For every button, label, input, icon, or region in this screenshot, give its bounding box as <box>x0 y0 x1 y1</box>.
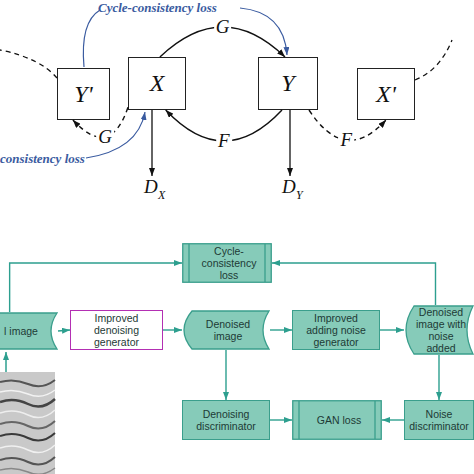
variable-box: Y' <box>57 68 110 120</box>
connector <box>163 329 182 330</box>
callout-text: Cycle-consistency loss <box>98 0 217 16</box>
input-arrow <box>5 352 7 372</box>
discriminator-symbol: D <box>282 176 296 198</box>
image-box: Denoised image <box>182 310 270 350</box>
subscript: Y <box>296 188 303 203</box>
node-text: l image <box>4 325 38 337</box>
node-text: GAN loss <box>317 414 361 426</box>
variable-box: X' <box>357 68 415 120</box>
connector <box>380 329 404 330</box>
loss-box: Cycle-consistency loss <box>182 243 272 283</box>
connector <box>438 355 439 400</box>
output-arrow <box>289 110 290 176</box>
node-text: Denoising discriminator <box>187 408 265 432</box>
seismic-line <box>0 399 55 407</box>
edge-label: G <box>96 127 114 147</box>
variable-box: X <box>128 57 186 110</box>
box-outline <box>183 244 272 283</box>
side-bar <box>188 244 189 282</box>
leader-line <box>240 8 287 55</box>
output-arrow <box>151 110 152 176</box>
seismic-line <box>0 445 55 453</box>
leader-line <box>83 10 100 67</box>
node-text: Noise discriminator <box>409 408 469 432</box>
generator-box: Improved adding noise generator <box>292 310 380 350</box>
seismic-line <box>0 410 55 418</box>
dashed-arc <box>415 40 452 80</box>
side-bar <box>264 244 265 282</box>
connector <box>10 263 182 312</box>
stored-data-outline <box>406 306 473 354</box>
callout-text: consistency loss <box>0 151 85 167</box>
seismic-background <box>0 372 55 474</box>
connector <box>58 330 70 331</box>
edge-label: F <box>216 131 232 151</box>
image-box: Denoised image with noise added <box>404 305 474 355</box>
connector <box>225 350 226 400</box>
seismic-line <box>0 457 55 465</box>
subscript: X <box>158 188 165 203</box>
seismic-line <box>0 421 55 429</box>
node-text: X' <box>376 81 396 108</box>
side-bar <box>374 401 375 439</box>
seismic-thumbnail <box>0 372 55 474</box>
discriminator-symbol: D <box>144 176 158 198</box>
box-outline <box>293 401 382 440</box>
discriminator-box: Denoising discriminator <box>182 400 270 440</box>
edge-label: G <box>214 17 232 37</box>
node-text: Improved denoising generator <box>75 312 158 348</box>
node-text: Denoised image with noise added <box>414 306 468 354</box>
seismic-line <box>0 433 55 441</box>
connector <box>382 419 404 420</box>
dashed-arc <box>0 50 57 78</box>
seismic-line <box>0 468 55 474</box>
node-text: Y' <box>74 81 92 108</box>
side-bar <box>298 401 299 439</box>
stored-data-outline <box>0 313 57 349</box>
discriminator-box: Noise discriminator <box>404 400 474 440</box>
seismic-line <box>0 380 55 386</box>
node-text: X <box>150 70 165 97</box>
node-text: Cycle-consistency loss <box>192 245 266 281</box>
generator-box: Improved denoising generator <box>70 310 163 350</box>
loss-box: GAN loss <box>292 400 382 440</box>
connector <box>270 329 292 330</box>
edge-label: F <box>338 130 354 150</box>
node-text: Improved adding noise generator <box>297 312 375 348</box>
node-text: Denoised image <box>192 318 264 342</box>
connector <box>270 419 292 420</box>
seismic-line <box>0 390 55 396</box>
variable-box: Y <box>258 57 318 110</box>
image-box: l image <box>0 312 58 350</box>
connector <box>272 263 436 305</box>
stored-data-outline <box>184 311 269 349</box>
node-text: Y <box>281 70 294 97</box>
